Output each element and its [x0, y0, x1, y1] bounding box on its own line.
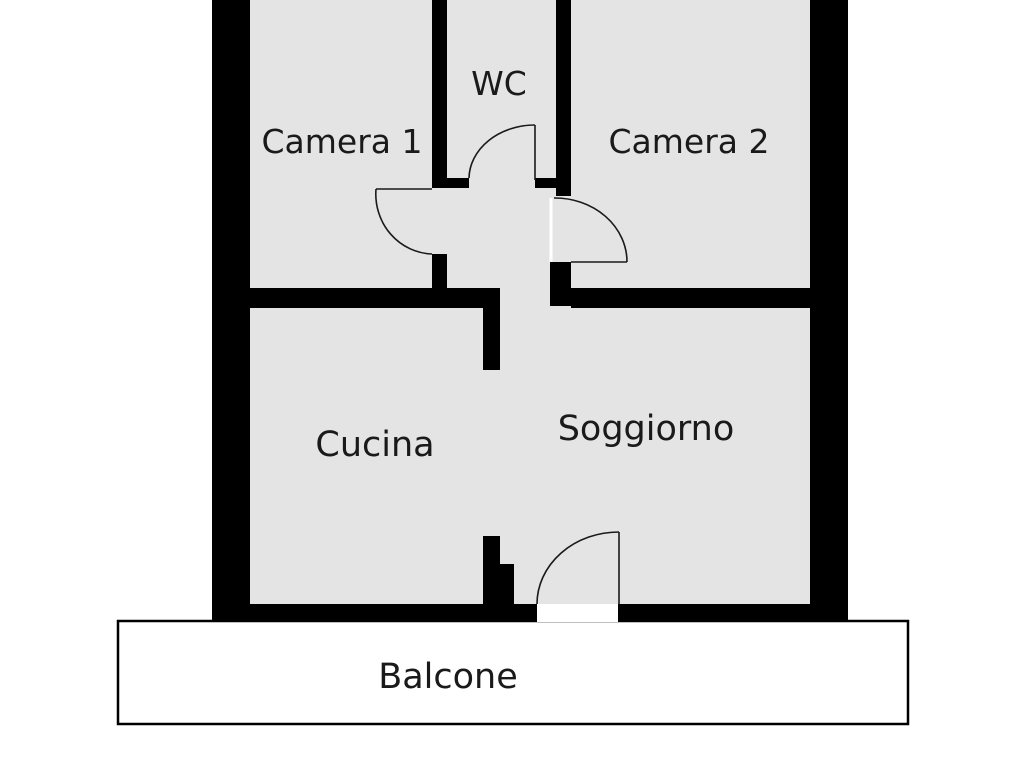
door-camera2	[553, 197, 628, 263]
wall-wc-camera2-stub	[535, 178, 571, 188]
door-balcone	[536, 531, 620, 605]
doors	[375, 124, 628, 605]
door-camera1	[375, 188, 433, 255]
wall-wc-camera2	[556, 0, 571, 196]
room-label-cucina: Cucina	[315, 425, 434, 465]
wall-cucina-lower	[483, 536, 500, 612]
room-label-balcone: Balcone	[378, 657, 518, 697]
wall-camera1-wc-upper	[432, 0, 447, 188]
walls	[212, 0, 848, 622]
room-label-wc: WC	[471, 64, 527, 103]
balcony-outline	[116, 619, 910, 726]
wall-camera2-bottom	[571, 288, 811, 308]
door-wc	[468, 124, 536, 180]
room-label-camera1: Camera 1	[262, 122, 423, 161]
wall-wc-bottom-stub	[447, 178, 469, 188]
balcony-door-opening	[537, 604, 618, 622]
room-label-camera2: Camera 2	[609, 122, 770, 161]
outer-wall-right	[810, 0, 848, 622]
wall-camera1-bottom	[250, 288, 500, 308]
wall-cucina-lower-step	[500, 564, 514, 612]
room-label-soggiorno: Soggiorno	[558, 409, 735, 449]
wall-cucina-upper	[483, 288, 500, 370]
wall-camera2-left-lower	[550, 262, 571, 306]
outer-wall-bottom-right	[618, 604, 848, 622]
outer-wall-left	[212, 0, 250, 622]
outer-wall-bottom-left	[212, 604, 537, 622]
